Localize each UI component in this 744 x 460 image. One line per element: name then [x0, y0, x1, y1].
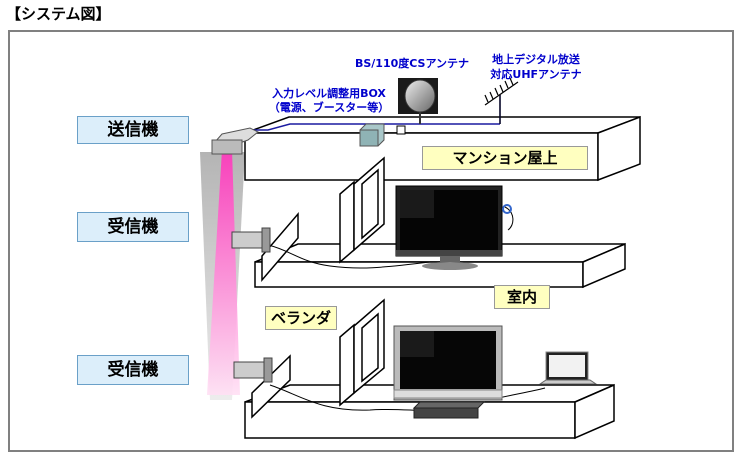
note-terrestrial-antenna-line1: 地上デジタル放送 — [492, 53, 580, 66]
note-bs-cs-antenna: BS/110度CSアンテナ — [354, 57, 470, 70]
receiver-device-upper — [231, 227, 271, 253]
page-title: 【システム図】 — [6, 5, 111, 23]
wall-outlet-icon — [502, 204, 512, 214]
label-veranda: ベランダ — [265, 306, 337, 330]
receiver-device-lower — [233, 357, 273, 383]
label-transmitter: 送信機 — [77, 116, 189, 144]
level-adjust-box — [359, 123, 406, 147]
note-level-box-line2: （電源、ブースター等） — [268, 101, 390, 114]
sliding-door-upper — [339, 156, 385, 264]
recorder-device — [412, 401, 486, 419]
transmitter-device — [211, 127, 259, 155]
sliding-door-lower — [339, 298, 385, 407]
veranda-railing-lower — [251, 354, 291, 419]
laptop — [538, 351, 598, 385]
veranda-railing-upper — [261, 211, 299, 283]
label-receiver-upper: 受信機 — [77, 212, 189, 242]
label-rooftop: マンション屋上 — [422, 146, 588, 170]
optical-beam — [200, 150, 245, 400]
uhf-antenna — [484, 77, 519, 124]
note-terrestrial-antenna-line2: 対応UHFアンテナ — [490, 68, 582, 81]
tv-upper — [395, 185, 503, 270]
tv-lower — [393, 325, 503, 401]
satellite-dish — [398, 78, 438, 124]
label-indoor: 室内 — [494, 285, 550, 309]
note-level-box-line1: 入力レベル調整用BOX — [272, 87, 386, 100]
label-receiver-lower: 受信機 — [77, 355, 189, 385]
